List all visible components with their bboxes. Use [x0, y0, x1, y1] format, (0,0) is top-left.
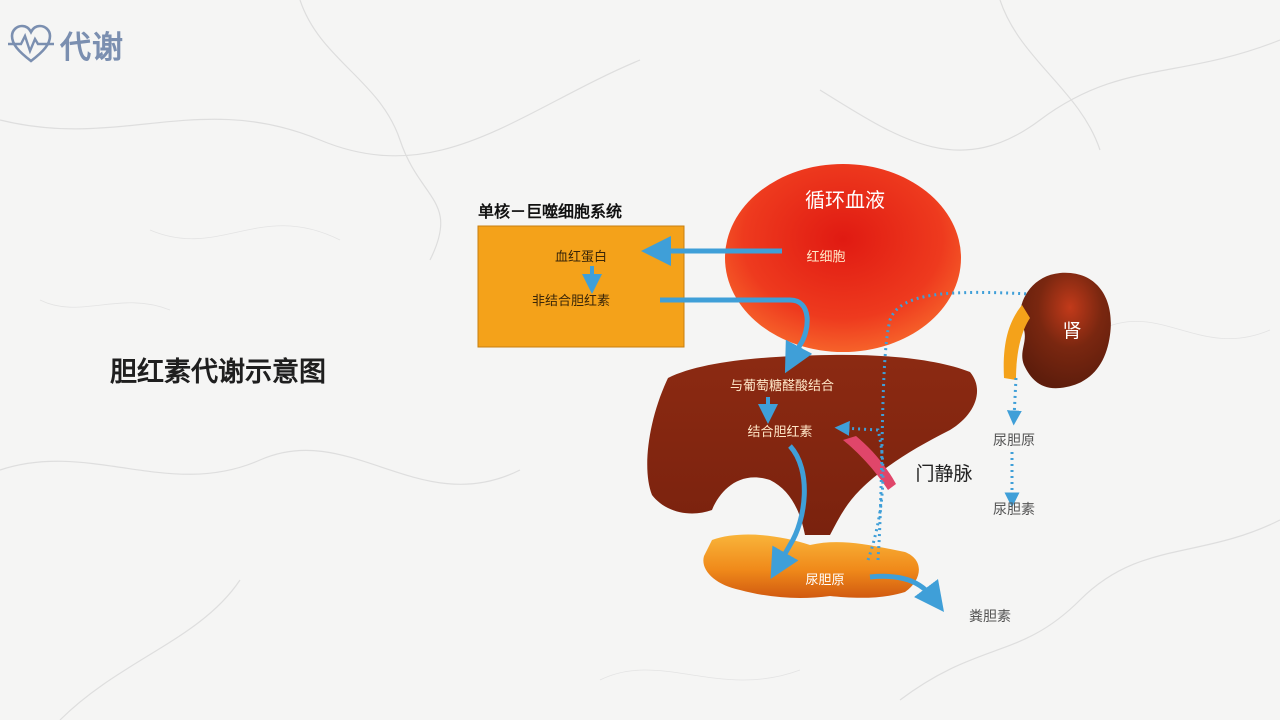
arrow-urobilinogen-to-stercobilin	[869, 573, 945, 612]
blood-rbc-label: 红细胞	[806, 249, 845, 265]
dotted-kidney-to-urobilinogen	[1006, 377, 1022, 426]
arrow-bilirubin-to-liver	[660, 297, 813, 374]
urine-urobilin-label: 尿胆素	[993, 502, 1035, 518]
mps-title: 单核－巨噬细胞系统	[478, 202, 622, 221]
kidney-label: 肾	[1062, 320, 1081, 342]
intestine-urobilinogen-label: 尿胆原	[805, 573, 844, 588]
liver-glucuronide-label: 与葡萄糖醛酸结合	[730, 378, 834, 394]
liver	[647, 354, 978, 535]
heart-pulse-icon	[8, 24, 54, 63]
arrow-conjugated-to-intestine	[770, 444, 807, 580]
mps-unconjugated-label: 非结合胆红素	[532, 293, 610, 309]
slide-title: 胆红素代谢示意图	[110, 357, 326, 388]
portal-vein-label: 门静脉	[915, 463, 972, 485]
liver-conjugated-label: 结合胆红素	[747, 424, 812, 440]
urine-urobilinogen-label: 尿胆原	[993, 433, 1035, 449]
header-title: 代谢	[60, 29, 124, 66]
intestine	[703, 534, 919, 598]
kidney	[1020, 272, 1111, 389]
blood-title: 循环血液	[805, 188, 885, 212]
header: 代谢	[8, 22, 124, 66]
dotted-enterohepatic-return	[834, 420, 885, 561]
mps-box	[477, 225, 685, 348]
mps-hemoglobin-label: 血红蛋白	[555, 249, 607, 265]
dotted-path-to-kidney	[876, 290, 1031, 561]
ureter	[1003, 305, 1030, 380]
feces-stercobilin-label: 粪胆素	[969, 609, 1011, 625]
bilirubin-metabolism-diagram: 单核－巨噬细胞系统 血红蛋白 非结合胆红素 循环血液 红细胞 肾 与葡萄糖醛酸结…	[477, 164, 1111, 625]
blood-circle	[725, 164, 961, 352]
